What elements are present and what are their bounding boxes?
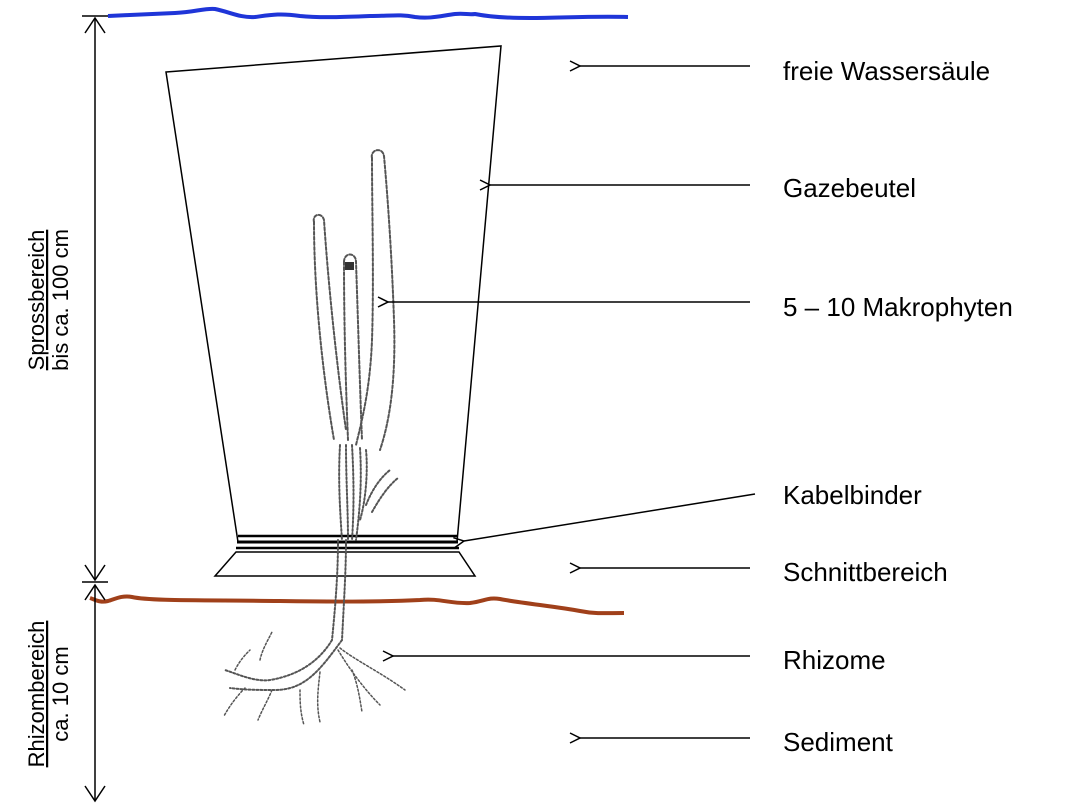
- label-rhizomes: Rhizome: [783, 645, 886, 675]
- shoot-zone-range: bis ca. 100 cm: [48, 229, 73, 371]
- water-surface-line: [108, 9, 628, 18]
- rhizome-zone-dimension: [85, 585, 105, 801]
- label-gauze-bag: Gazebeutel: [783, 173, 916, 203]
- label-macrophytes: 5 – 10 Makrophyten: [783, 292, 1013, 322]
- label-sediment: Sediment: [783, 727, 894, 757]
- annotation-arrows: [388, 66, 755, 738]
- rhizome-zone-range: ca. 10 cm: [48, 646, 73, 741]
- sediment-surface-line: [90, 596, 624, 613]
- gauze-bag: [166, 46, 501, 542]
- macrophyte-plants: [224, 150, 405, 725]
- arrow-cable-tie: [464, 494, 755, 541]
- label-water-column: freie Wassersäule: [783, 56, 990, 86]
- label-cut-zone: Schnittbereich: [783, 557, 948, 587]
- shoot-zone-dimension: [82, 16, 108, 582]
- label-cable-tie: Kabelbinder: [783, 480, 922, 510]
- rhizome-zone-title: Rhizombereich: [24, 621, 49, 768]
- shoot-zone-title: Sprossbereich: [24, 230, 49, 371]
